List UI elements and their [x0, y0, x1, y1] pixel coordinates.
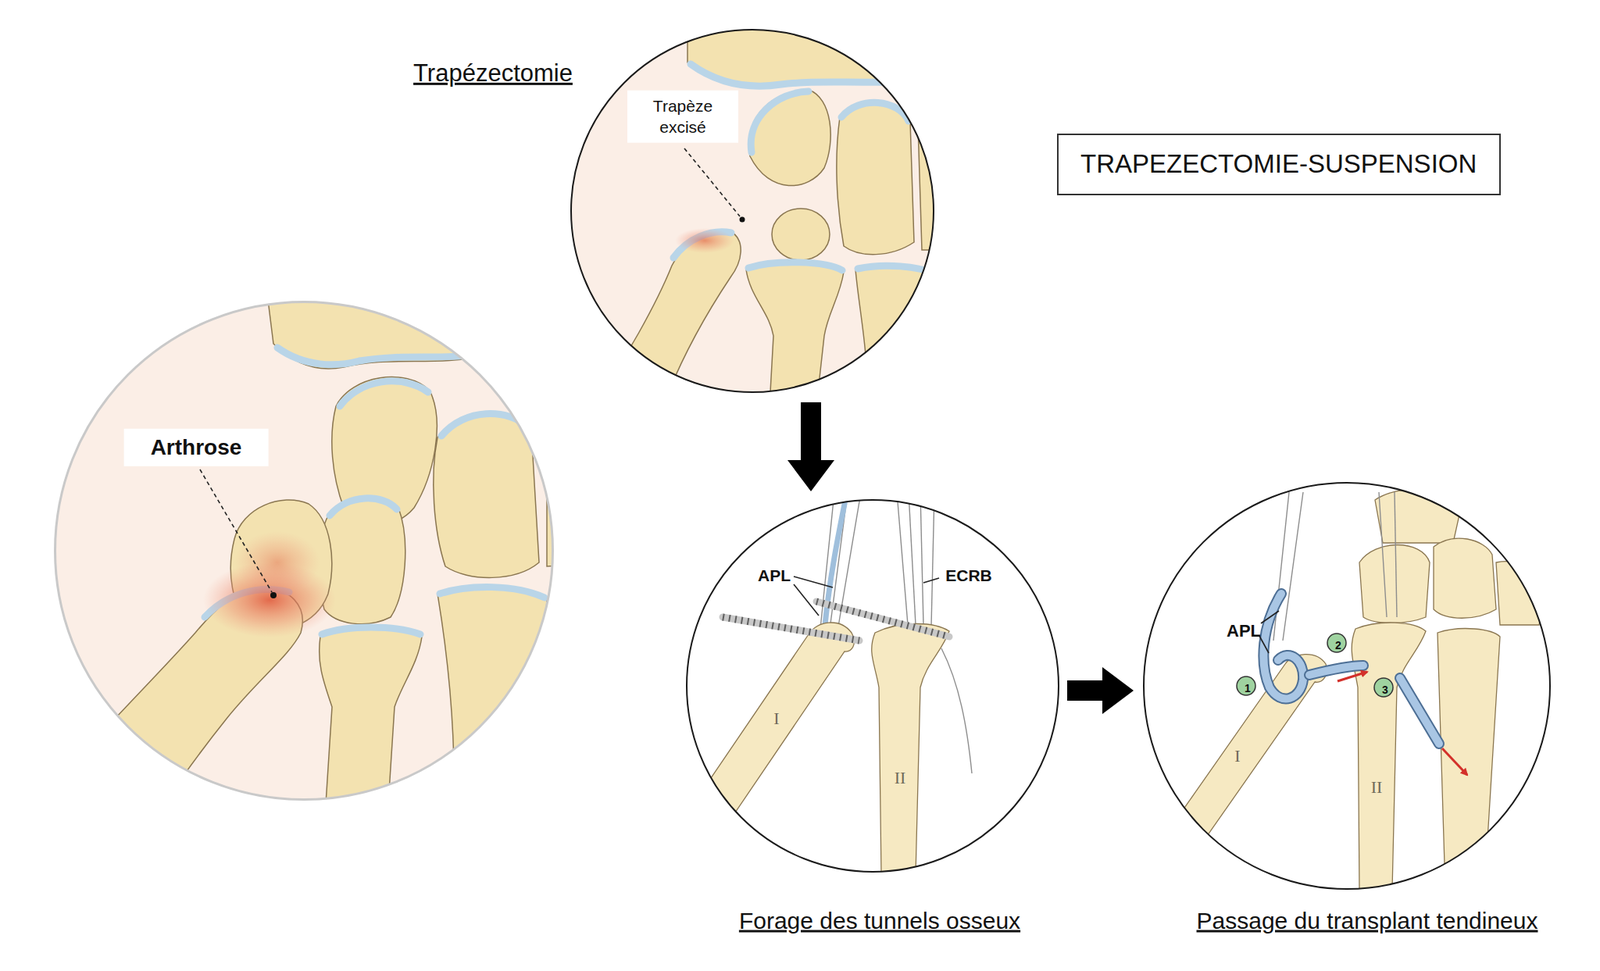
step-caption: Forage des tunnels osseux: [739, 905, 1021, 936]
circle-ground: [1142, 482, 1551, 890]
leader-line: [200, 469, 272, 593]
step-heading: Trapézectomie: [413, 57, 573, 90]
third-metacarpal: [1437, 628, 1500, 891]
apl-graft-outline: [1309, 665, 1364, 675]
title-text: TRAPEZECTOMIE-SUSPENSION: [1080, 147, 1478, 182]
carpal-bone: [1375, 489, 1461, 543]
arthrosis-circle: Arthrose: [53, 300, 554, 801]
apl-graft: [1309, 665, 1364, 675]
capitate-bone: [433, 413, 540, 579]
step-arrow: [1067, 667, 1134, 715]
leader-line: [793, 576, 833, 588]
leader-line: [923, 578, 940, 583]
drill-wire-thread: [722, 617, 860, 641]
trapeziectomy-illustration: [570, 15, 977, 415]
cartilage: [321, 627, 421, 635]
drilling-circle: APLECRBIIIForage des tunnels osseux: [685, 499, 1060, 873]
part-label: Arthrose: [124, 428, 269, 467]
metacarpal-bone: [319, 628, 422, 829]
cartilage: [329, 498, 397, 516]
cartilage: [841, 102, 909, 122]
bone-numeral: I: [773, 707, 779, 731]
radius-bone: [265, 281, 485, 369]
second-metacarpal: [871, 623, 950, 875]
leader-dot: [739, 217, 746, 223]
drill-wire: [816, 601, 950, 637]
bone-numeral: II: [894, 767, 907, 790]
tendon-strand: [1378, 492, 1387, 618]
callout-disc: [1236, 676, 1256, 696]
part-label: Trapèze excisé: [627, 90, 739, 143]
arthrosis-illustration: [53, 281, 602, 829]
carpal-bone: [1496, 561, 1547, 625]
tendon-strand: [896, 492, 908, 625]
apl-graft: [1263, 593, 1304, 699]
first-metacarpal: [671, 622, 854, 859]
direction-arrow: [1442, 748, 1468, 775]
tendon-strand: [931, 492, 935, 627]
tendon-strand: [908, 492, 916, 625]
graft-circle: APL123IIIPassage du transplant tendineux: [1142, 482, 1551, 890]
bone-numeral: II: [1371, 776, 1383, 800]
trapezoid-bone: [771, 208, 830, 261]
leader-line: [684, 148, 740, 217]
apl-graft-outline: [1400, 678, 1440, 744]
leader-line: [1260, 610, 1279, 624]
leader-dot: [270, 592, 277, 599]
cartilage: [750, 91, 809, 153]
callout-number: 3: [1382, 682, 1389, 697]
cartilage: [690, 64, 936, 86]
carpal-bone: [1433, 538, 1497, 618]
metacarpal-bone: [746, 261, 844, 407]
bone-numeral: I: [1234, 745, 1240, 768]
drilling-illustration: [671, 492, 1060, 875]
direction-arrow: [1337, 671, 1368, 682]
step-arrow: [787, 402, 835, 492]
hamate-bone: [917, 116, 977, 250]
trapeziectomy-circle: TrapézectomieTrapèze excisé: [570, 28, 935, 393]
metacarpal-bone: [855, 264, 938, 407]
tendon-strand: [920, 492, 924, 625]
graft-illustration: [1142, 482, 1551, 891]
tendon-label: APL: [757, 564, 791, 586]
drill-wire-thread: [816, 601, 950, 637]
cartilage: [277, 347, 481, 365]
cartilage: [339, 381, 429, 407]
scaphoid-bone: [748, 89, 831, 186]
capitate-bone: [836, 101, 915, 255]
tendon-strand: [1282, 492, 1304, 641]
cartilage: [857, 265, 936, 275]
cartilage: [748, 262, 843, 271]
tendon-strand: [941, 648, 972, 774]
leader-line: [793, 584, 819, 616]
apl-graft-outline: [1263, 593, 1304, 699]
hamate-bone: [546, 428, 602, 567]
title-box: TRAPEZECTOMIE-SUSPENSION: [1057, 133, 1501, 196]
drill-wire: [722, 617, 860, 641]
callout-disc: [1374, 678, 1393, 697]
first-metacarpal: [593, 230, 741, 415]
callout-disc: [1327, 633, 1347, 653]
cartilage: [439, 587, 545, 598]
callout-number: 2: [1335, 638, 1342, 653]
apl-graft: [1400, 678, 1440, 744]
callout-number: 1: [1244, 681, 1251, 696]
tendon-label: APL: [1226, 620, 1261, 643]
arthrosis-zone: [675, 228, 735, 254]
tendon-strand: [1273, 492, 1290, 641]
arthrosis-zone: [234, 531, 321, 594]
cartilage: [441, 414, 530, 436]
circle-ground: [685, 499, 1060, 873]
carpal-bone: [1359, 545, 1430, 624]
tendon-label: ECRB: [945, 564, 993, 586]
radius-bone: [687, 15, 938, 88]
step-caption: Passage du transplant tendineux: [1196, 905, 1539, 936]
tendon-strand: [1394, 492, 1397, 618]
metacarpal-bone: [437, 585, 547, 829]
